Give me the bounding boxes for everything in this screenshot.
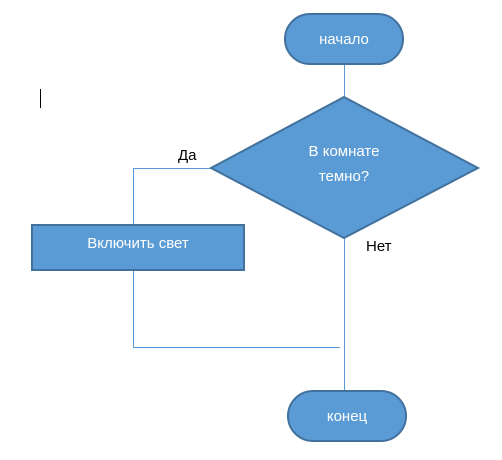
decision-label-line2: темно?	[319, 168, 369, 185]
start-terminator[interactable]: начало	[284, 13, 404, 65]
edge-label-yes: Да	[178, 147, 197, 164]
decision-label-line1: В комнате	[309, 143, 380, 160]
end-terminator[interactable]: конец	[287, 390, 407, 442]
process-label: Включить свет	[87, 235, 189, 252]
connectors	[133, 64, 345, 391]
start-label: начало	[319, 31, 369, 48]
decision-shape	[208, 95, 481, 240]
edge-label-no: Нет	[366, 238, 392, 255]
process-box[interactable]: Включить свет	[31, 224, 245, 271]
end-shape	[287, 390, 407, 442]
start-shape	[284, 13, 404, 65]
connector-process-to-merge	[133, 270, 340, 348]
end-label: конец	[327, 408, 368, 425]
decision-diamond[interactable]: В комнате темно?	[208, 95, 481, 240]
connector-decision-yes-to-process	[133, 168, 211, 225]
process-shape	[31, 224, 245, 271]
